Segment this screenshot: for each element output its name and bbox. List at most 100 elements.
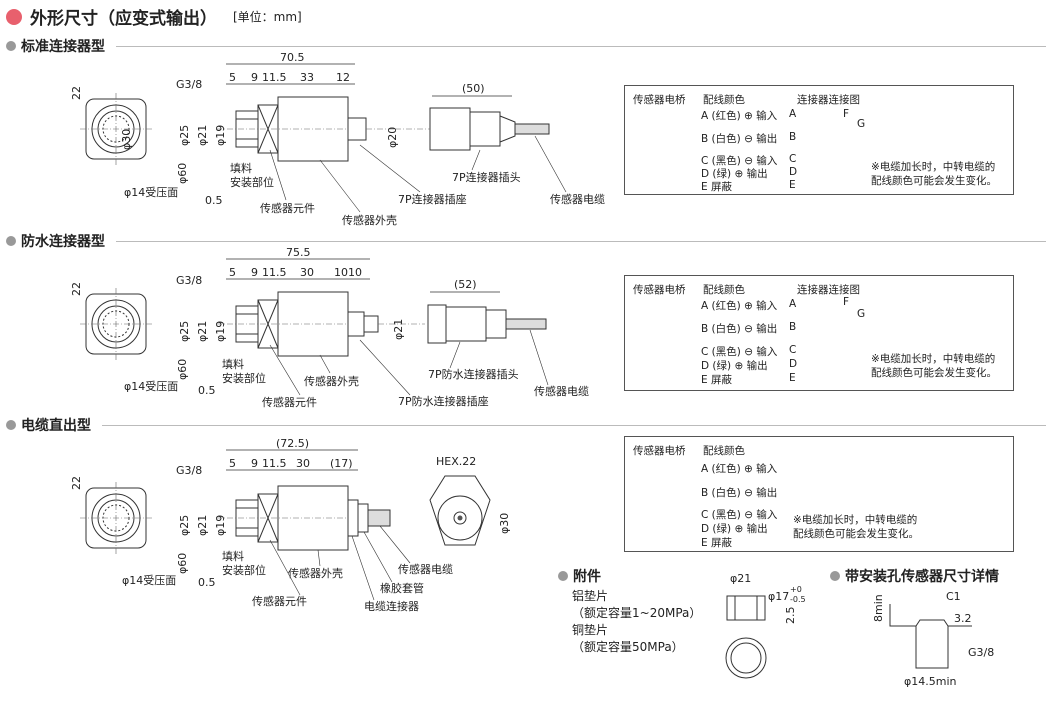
dim-total: 70.5 bbox=[280, 51, 305, 64]
dim-seg: 33 bbox=[300, 71, 314, 84]
dim-dia19: φ19 bbox=[214, 321, 227, 342]
waterproof-side-view: 75.5 5 9 11.5 30 10 10 (52) G3/8 φ25 φ21… bbox=[176, 246, 589, 409]
dim-dia19: φ19 bbox=[214, 125, 227, 146]
dim-total: 75.5 bbox=[286, 246, 311, 259]
dim-dia-plug: φ20 bbox=[386, 127, 399, 148]
wire-row: D (绿) ⊕ 输出 bbox=[701, 523, 768, 535]
section-standard-header: 标准连接器型 bbox=[6, 36, 1046, 56]
pin-label: A bbox=[789, 108, 797, 120]
dim-seg: 11.5 bbox=[262, 71, 287, 84]
dim-05: 0.5 bbox=[205, 194, 223, 207]
dim-d21: φ21 bbox=[730, 572, 751, 585]
bridge-label: 传感器电桥 bbox=[633, 284, 686, 296]
bullet-icon bbox=[6, 420, 16, 430]
section-waterproof-header: 防水连接器型 bbox=[6, 231, 1046, 251]
pin-label: C bbox=[789, 153, 797, 165]
face-label: φ14受压面 bbox=[122, 574, 176, 587]
dim-dia25: φ25 bbox=[178, 125, 191, 146]
accessory-title: 附件 bbox=[573, 569, 601, 585]
bullet-icon bbox=[6, 41, 16, 51]
accessory-list: 铝垫片 （额定容量1~20MPa） 铜垫片 （额定容量50MPa） bbox=[572, 588, 701, 656]
dim-dia21: φ21 bbox=[196, 321, 209, 342]
thread-label: G3/8 bbox=[176, 464, 202, 477]
note: ※电缆加长时，中转电缆的配线颜色可能会发生变化。 bbox=[793, 514, 919, 540]
color-label: 配线颜色 bbox=[703, 445, 745, 457]
page-title: 外形尺寸（应变式输出） bbox=[30, 9, 217, 29]
wire-row: C (黑色) ⊖ 输入 bbox=[701, 155, 778, 167]
section-title: 标准连接器型 bbox=[21, 39, 105, 55]
dim-seg: 9 bbox=[251, 266, 258, 279]
connector-label: 连接器连接图 bbox=[797, 94, 860, 106]
bridge-label: 传感器电桥 bbox=[633, 94, 686, 106]
wire-row: E 屏蔽 bbox=[701, 537, 732, 549]
note: ※电缆加长时，中转电缆的配线颜色可能会发生变化。 bbox=[871, 353, 997, 379]
dim-seg: 10 bbox=[348, 266, 362, 279]
dim-seg: 30 bbox=[300, 266, 314, 279]
pin-label: A bbox=[789, 298, 797, 310]
dim-seg: 11.5 bbox=[262, 266, 287, 279]
dim-dia60: φ60 bbox=[176, 553, 189, 574]
pin-label: C bbox=[789, 344, 797, 356]
dim-seg: 9 bbox=[251, 457, 258, 470]
dim-t25: 2.5 bbox=[784, 607, 797, 625]
hole-title: 带安装孔传感器尺寸详情 bbox=[845, 569, 999, 585]
mount-label: 安装部位 bbox=[230, 175, 274, 189]
face-label: φ14受压面 bbox=[124, 186, 178, 199]
accessory-header: 附件 bbox=[558, 566, 601, 586]
dim-seg: 5 bbox=[229, 71, 236, 84]
fill-label: 填料 bbox=[230, 161, 252, 175]
dim-05: 0.5 bbox=[198, 576, 216, 589]
hole-header: 带安装孔传感器尺寸详情 bbox=[830, 566, 999, 586]
dim-seg: 30 bbox=[296, 457, 310, 470]
dim-32: 3.2 bbox=[954, 612, 972, 625]
dim-seg: 12 bbox=[336, 71, 350, 84]
label-rubber: 橡胶套管 bbox=[380, 581, 424, 595]
dim-dia25: φ25 bbox=[178, 515, 191, 536]
label-sensor-elem: 传感器元件 bbox=[262, 396, 317, 409]
dim-hex: 22 bbox=[70, 86, 83, 100]
pin-label: G bbox=[857, 308, 866, 320]
fill-label: 填料 bbox=[222, 549, 244, 563]
pin-label: B bbox=[789, 131, 797, 143]
dim-8min: 8min bbox=[872, 594, 885, 622]
dim-05: 0.5 bbox=[198, 384, 216, 397]
label-housing: 传感器外壳 bbox=[342, 213, 397, 227]
label-sensor-elem: 传感器元件 bbox=[260, 202, 315, 215]
label-plug: 7P连接器插头 bbox=[452, 170, 521, 184]
waterproof-front-view: 22 φ14受压面 bbox=[70, 282, 178, 393]
dim-seg: 10 bbox=[334, 266, 348, 279]
mount-label: 安装部位 bbox=[222, 371, 266, 385]
section-title: 防水连接器型 bbox=[21, 234, 105, 250]
connector-label: 连接器连接图 bbox=[797, 284, 860, 296]
dim-hex: 22 bbox=[70, 476, 83, 490]
wire-row: A (红色) ⊕ 输入 bbox=[701, 110, 778, 122]
page-header: 外形尺寸（应变式输出） [单位：mm] bbox=[6, 4, 302, 29]
dim-dia21: φ21 bbox=[196, 125, 209, 146]
pin-label: G bbox=[857, 118, 866, 130]
title-bullet-icon bbox=[6, 8, 22, 25]
pin-label: F bbox=[843, 108, 850, 120]
bullet-icon bbox=[830, 571, 840, 581]
wire-row: B (白色) ⊖ 输出 bbox=[701, 323, 778, 335]
pin-label: D bbox=[789, 358, 798, 370]
section-cable-header: 电缆直出型 bbox=[6, 415, 1046, 435]
label-plug: 7P防水连接器插头 bbox=[428, 367, 519, 381]
label-socket: 7P连接器插座 bbox=[398, 192, 467, 206]
pin-label: D bbox=[789, 166, 798, 178]
dim-dia30: φ30 bbox=[120, 129, 133, 150]
dim-dia25: φ25 bbox=[178, 321, 191, 342]
cu-label: 铜垫片 bbox=[572, 623, 609, 637]
dim-dia60: φ60 bbox=[176, 359, 189, 380]
dim-cable: (50) bbox=[462, 82, 485, 95]
dim-d17: φ17 bbox=[768, 590, 789, 603]
cable-side-view: (72.5) 5 9 11.5 30 (17) G3/8 φ25 φ21 φ19… bbox=[176, 437, 511, 613]
dim-dia60: φ60 bbox=[176, 163, 189, 184]
wiring-box-waterproof: 传感器电桥 配线颜色 连接器连接图 A (红色) ⊕ 输入 B (白色) ⊖ 输… bbox=[624, 275, 1014, 391]
cu-range: （额定容量50MPa） bbox=[572, 640, 684, 654]
dim-cable: (52) bbox=[454, 278, 477, 291]
label-sensor-elem: 传感器元件 bbox=[252, 595, 307, 608]
dim-seg: 11.5 bbox=[262, 457, 287, 470]
label-housing: 传感器外壳 bbox=[288, 566, 343, 580]
wire-row: D (绿) ⊕ 输出 bbox=[701, 168, 768, 180]
label-cable-conn: 电缆连接器 bbox=[364, 600, 419, 613]
